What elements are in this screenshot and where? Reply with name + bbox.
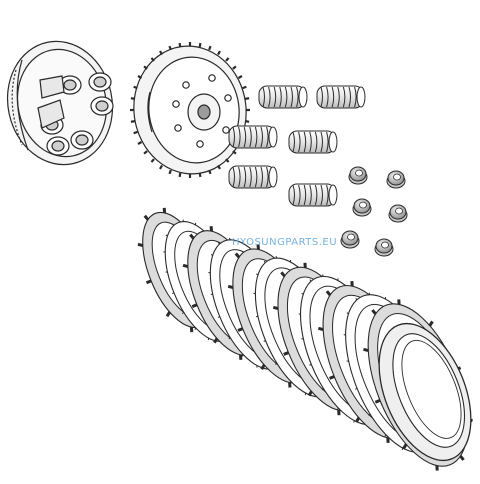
clutch-hub-carrier — [0, 32, 124, 175]
bolt-6 — [375, 239, 393, 256]
bolt-4 — [389, 205, 407, 222]
spring-4 — [289, 131, 337, 153]
bolt-3 — [353, 199, 371, 216]
spring-5 — [229, 166, 277, 188]
bolt-5 — [341, 231, 359, 248]
spring-2 — [317, 86, 365, 108]
spring-6 — [289, 184, 337, 206]
watermark-text: HYOSUNGPARTS.EU — [232, 237, 332, 248]
clutch-spring-bolts — [341, 167, 407, 256]
bolt-2 — [387, 171, 405, 188]
spring-1 — [259, 86, 307, 108]
spring-3 — [229, 126, 277, 148]
bolt-1 — [349, 167, 367, 184]
clutch-springs — [229, 86, 365, 206]
clutch-outer-housing — [126, 39, 255, 181]
